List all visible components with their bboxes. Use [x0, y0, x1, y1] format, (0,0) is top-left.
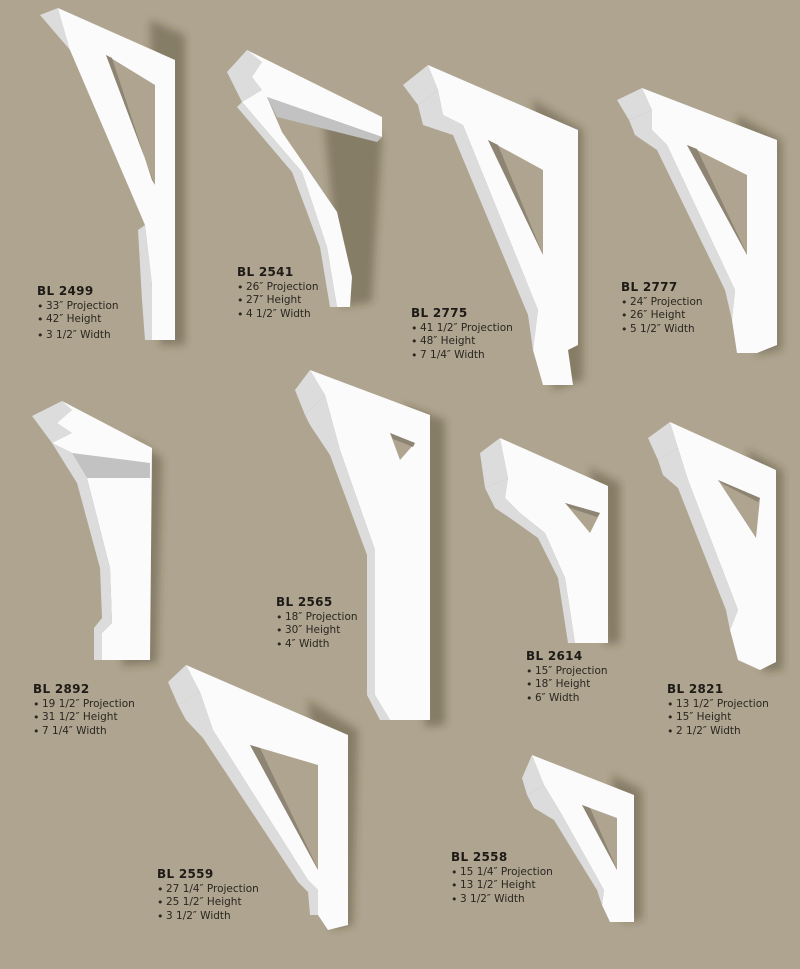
spec-projection: 15 1/4″ Projection — [451, 866, 553, 880]
product-spec-bl-2559: BL 2559 27 1/4″ Projection 25 1/2″ Heigh… — [157, 867, 259, 924]
spec-height: 15″ Height — [667, 711, 769, 725]
spec-height: 13 1/2″ Height — [451, 879, 553, 893]
spec-width: 7 1/4″ Width — [411, 349, 513, 363]
product-spec-bl-2558: BL 2558 15 1/4″ Projection 13 1/2″ Heigh… — [451, 850, 553, 907]
spec-projection: 18″ Projection — [276, 611, 358, 625]
spec-height: 48″ Height — [411, 335, 513, 349]
bracket-image-bl-2499 — [40, 8, 185, 345]
spec-projection: 13 1/2″ Projection — [667, 698, 769, 712]
spec-width: 3 1/2″ Width — [451, 893, 553, 907]
product-model: BL 2775 — [411, 306, 468, 320]
spec-width: 4 1/2″ Width — [237, 308, 319, 322]
product-spec-bl-2541: BL 2541 26″ Projection 27″ Height 4 1/2″… — [237, 265, 319, 322]
product-model: BL 2499 — [37, 284, 94, 298]
spec-height: 18″ Height — [526, 678, 608, 692]
spec-projection: 26″ Projection — [237, 281, 319, 295]
bracket-image-bl-2558 — [522, 755, 642, 922]
product-spec-bl-2499: BL 2499 33″ Projection 42″ Height 3 1/2″… — [37, 284, 119, 343]
spec-width: 4″ Width — [276, 638, 358, 652]
product-spec-bl-2777: BL 2777 24″ Projection 26″ Height 5 1/2″… — [621, 280, 703, 337]
spec-width: 3 1/2″ Width — [157, 910, 259, 924]
product-model: BL 2821 — [667, 682, 724, 696]
spec-width: 6″ Width — [526, 692, 608, 706]
spec-projection: 27 1/4″ Projection — [157, 883, 259, 897]
product-model: BL 2558 — [451, 850, 508, 864]
bracket-image-bl-2775 — [403, 65, 583, 390]
product-model: BL 2892 — [33, 682, 90, 696]
product-model: BL 2559 — [157, 867, 214, 881]
spec-projection: 41 1/2″ Projection — [411, 322, 513, 336]
spec-projection: 33″ Projection — [37, 300, 119, 314]
spec-projection: 15″ Projection — [526, 665, 608, 679]
product-model: BL 2777 — [621, 280, 678, 294]
spec-height: 27″ Height — [237, 294, 319, 308]
product-model: BL 2541 — [237, 265, 294, 279]
spec-projection: 19 1/2″ Projection — [33, 698, 135, 712]
product-spec-bl-2614: BL 2614 15″ Projection 18″ Height 6″ Wid… — [526, 649, 608, 706]
spec-height: 26″ Height — [621, 309, 703, 323]
product-spec-bl-2892: BL 2892 19 1/2″ Projection 31 1/2″ Heigh… — [33, 682, 135, 739]
spec-width: 2 1/2″ Width — [667, 725, 769, 739]
spec-projection: 24″ Projection — [621, 296, 703, 310]
product-spec-bl-2775: BL 2775 41 1/2″ Projection 48″ Height 7 … — [411, 306, 513, 363]
spec-height: 31 1/2″ Height — [33, 711, 135, 725]
bracket-image-bl-2614 — [480, 438, 620, 645]
bracket-image-bl-2565 — [295, 370, 445, 727]
spec-height: 30″ Height — [276, 624, 358, 638]
spec-height: 42″ Height — [37, 313, 119, 327]
product-spec-bl-2565: BL 2565 18″ Projection 30″ Height 4″ Wid… — [276, 595, 358, 652]
spec-width: 5 1/2″ Width — [621, 323, 703, 337]
bracket-image-bl-2821 — [648, 422, 783, 672]
product-model: BL 2614 — [526, 649, 583, 663]
spec-width: 3 1/2″ Width — [37, 329, 119, 343]
bracket-image-bl-2559 — [168, 665, 358, 930]
bracket-image-bl-2541 — [227, 50, 382, 307]
bracket-image-bl-2777 — [617, 88, 782, 355]
bracket-image-bl-2892 — [32, 401, 162, 666]
product-spec-bl-2821: BL 2821 13 1/2″ Projection 15″ Height 2 … — [667, 682, 769, 739]
spec-height: 25 1/2″ Height — [157, 896, 259, 910]
spec-width: 7 1/4″ Width — [33, 725, 135, 739]
product-model: BL 2565 — [276, 595, 333, 609]
